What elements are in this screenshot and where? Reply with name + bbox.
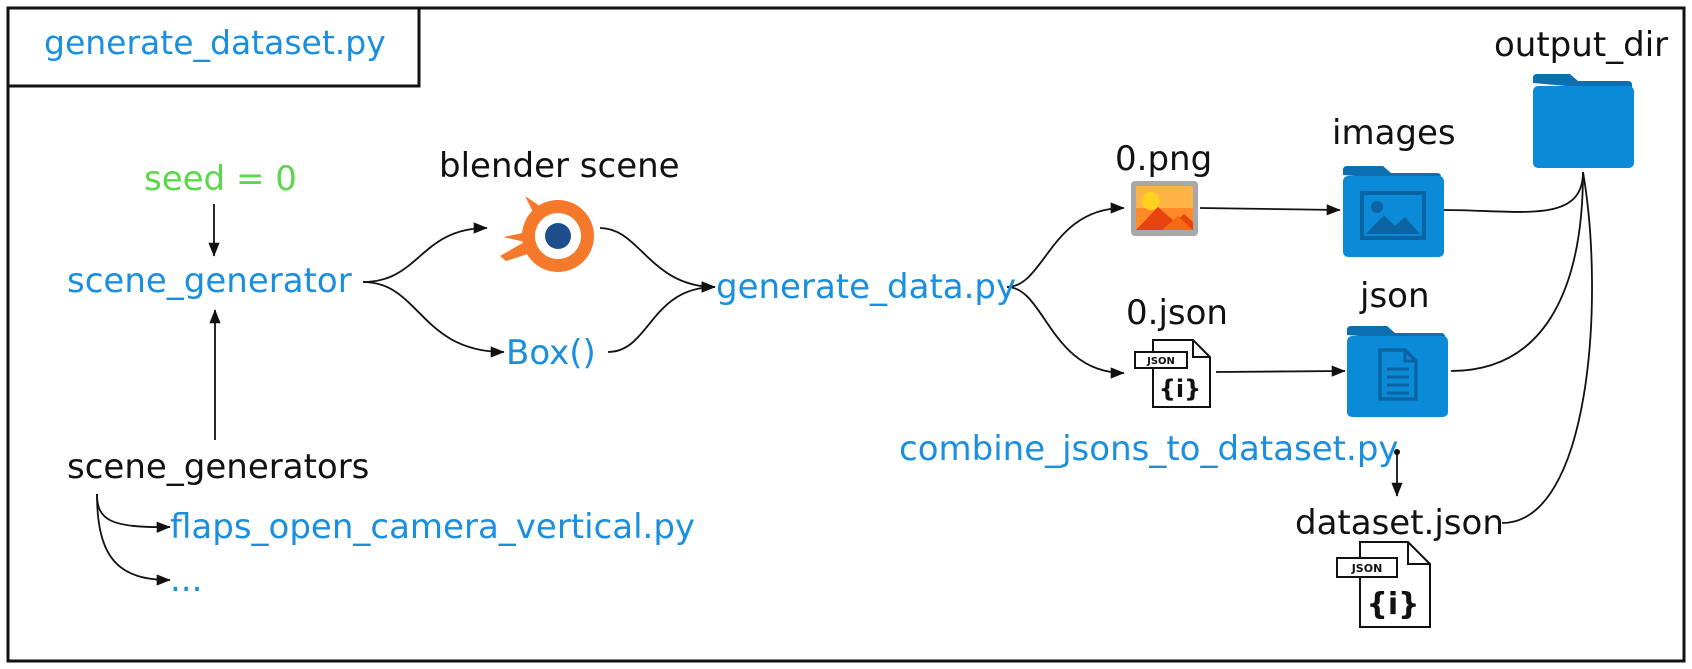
ellipsis-label: ... <box>170 560 203 600</box>
json-file-icon-dataset: JSON {i} <box>1336 541 1431 628</box>
arrow-generator-to-blender <box>362 222 488 283</box>
title-box <box>6 6 421 88</box>
combine-junction-dot <box>1394 449 1400 455</box>
arrow-json-to-json-folder <box>1215 365 1346 377</box>
images-folder-label: images <box>1332 113 1456 153</box>
arrow-blender-to-generate-data <box>599 227 716 293</box>
blender-scene-label: blender scene <box>439 146 680 186</box>
line-images-to-output <box>1443 171 1584 213</box>
box-label: Box() <box>506 333 596 373</box>
arrow-generators-to-ellipsis <box>96 493 171 586</box>
blender-logo-icon <box>500 196 594 272</box>
arrow-box-to-generate-data <box>607 281 716 353</box>
json-glyph-label-dataset: {i} <box>1367 587 1420 622</box>
line-json-to-output <box>1450 171 1584 372</box>
combine-script-label: combine_jsons_to_dataset.py <box>899 429 1399 469</box>
folder-icon <box>1533 74 1634 168</box>
scene-generator-label: scene_generator <box>67 261 352 301</box>
seed-label: seed = 0 <box>144 159 297 199</box>
line-dataset-to-output <box>1501 171 1593 524</box>
json-glyph-label: {i} <box>1159 375 1201 403</box>
connectors <box>96 171 1593 586</box>
outer-frame <box>6 6 1686 663</box>
dataset-json-label: dataset.json <box>1295 503 1504 543</box>
flaps-file-label: flaps_open_camera_vertical.py <box>170 507 696 547</box>
output-dir-label: output_dir <box>1494 25 1669 65</box>
png-file-label: 0.png <box>1115 139 1213 179</box>
document-folder-icon <box>1347 326 1448 417</box>
arrow-generate-data-to-png <box>1006 202 1125 288</box>
arrow-generators-to-flaps <box>96 493 171 533</box>
image-file-icon <box>1131 181 1198 236</box>
arrow-png-to-images <box>1199 204 1341 216</box>
json-badge-label-dataset: JSON <box>1351 562 1383 575</box>
arrow-generator-to-box <box>362 281 505 358</box>
generate-data-label: generate_data.py <box>716 267 1017 307</box>
json-file-icon: JSON {i} <box>1134 339 1211 408</box>
json-file-label: 0.json <box>1126 293 1228 333</box>
json-folder-label: json <box>1360 276 1430 316</box>
arrow-generate-data-to-json <box>1006 286 1125 379</box>
image-folder-icon <box>1343 166 1444 257</box>
title-label: generate_dataset.py <box>44 23 386 62</box>
scene-generators-label: scene_generators <box>67 447 370 487</box>
json-badge-label: JSON <box>1146 356 1175 367</box>
